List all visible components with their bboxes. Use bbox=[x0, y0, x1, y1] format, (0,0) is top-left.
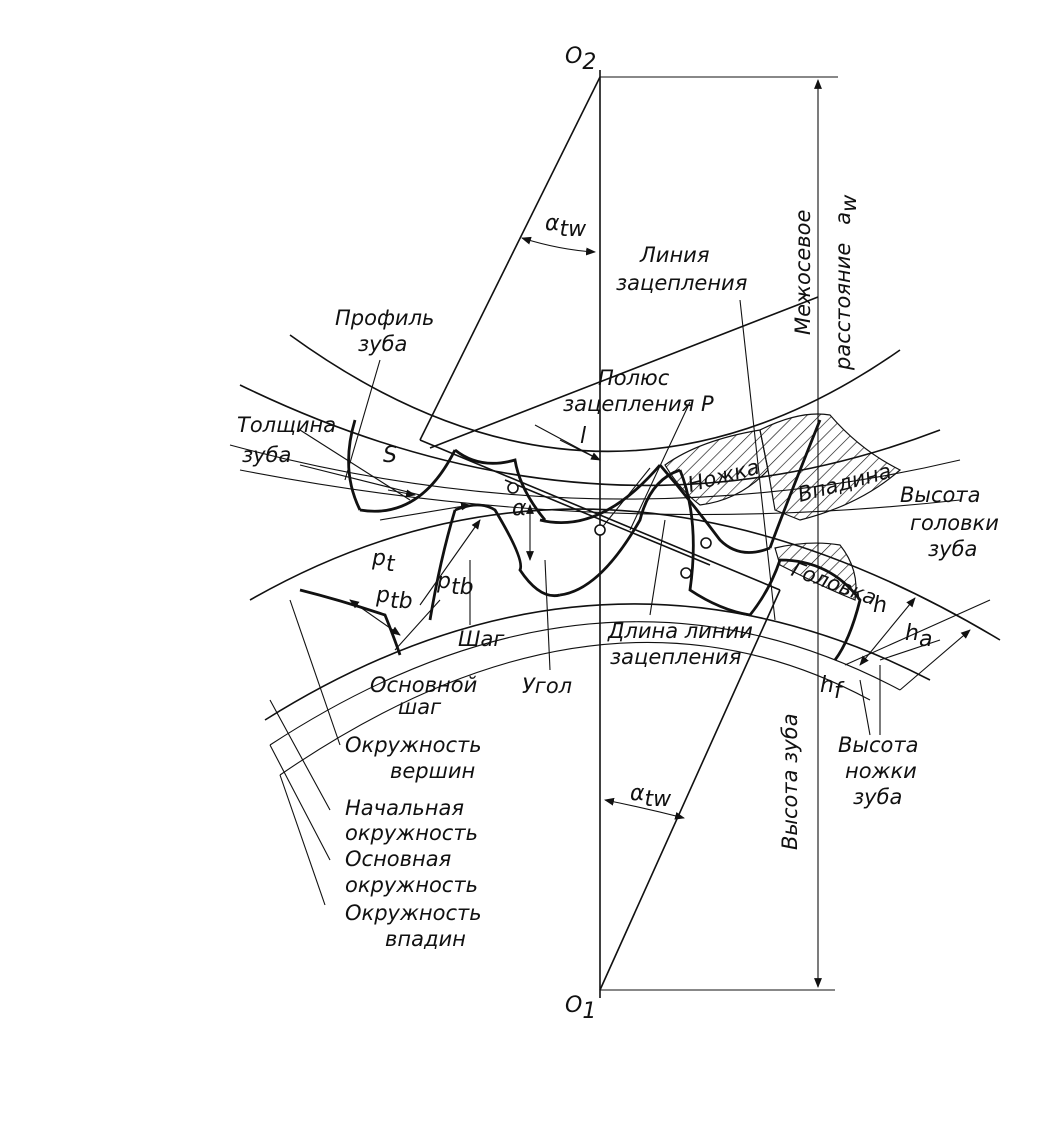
profil-label-2: зуба bbox=[358, 332, 407, 356]
vysota-zuba-label: Высота зуба bbox=[778, 713, 802, 850]
vysota-nozhki-label-1: Высота bbox=[838, 733, 918, 757]
contact-points bbox=[507, 482, 712, 579]
nachalnaya-label-1: Начальная bbox=[345, 796, 464, 820]
alpha-tw-bottom-label: αtw bbox=[630, 781, 672, 812]
osnovnaya-label-2: окружность bbox=[345, 873, 478, 897]
vysota-nozhki-label-2: ножки bbox=[845, 759, 917, 783]
pt-label: pt bbox=[371, 546, 396, 577]
tolshchina-label: Толщина bbox=[237, 413, 336, 437]
o1-label: O1 bbox=[565, 993, 596, 1024]
polyus-label: Полюс bbox=[598, 366, 670, 390]
dlina-label: Длина линии bbox=[607, 619, 753, 643]
center-distance-label: Межосевое bbox=[791, 210, 815, 335]
alpha-label: α bbox=[512, 496, 527, 521]
dimension-arrows bbox=[349, 439, 991, 691]
center-distance-label-2: расстояниеaw bbox=[831, 194, 861, 371]
nozhka-region bbox=[664, 429, 769, 506]
dlina-label-2: зацепления bbox=[610, 645, 741, 669]
l-label: l bbox=[580, 424, 586, 449]
shag-label: Шаг bbox=[458, 627, 505, 651]
okruzhnost-vershin-label-1: Окружность bbox=[345, 733, 482, 757]
alpha-tw-top-label: αtw bbox=[545, 211, 587, 242]
liniya-label-2: зацепления bbox=[616, 271, 747, 295]
lower-gear-circles bbox=[249, 508, 1001, 776]
golovka-region bbox=[774, 542, 857, 601]
liniya-label: Линия bbox=[639, 243, 709, 267]
ptb-label: ptb bbox=[375, 583, 413, 614]
osnovnaya-label-1: Основная bbox=[345, 847, 451, 871]
labels: O2 O1 αtw αtw α l S pt ptb ptb h ha hf М… bbox=[237, 44, 999, 1024]
okruzhnost-vpadin-label-1: Окружность bbox=[345, 901, 482, 925]
tolshchina-label-2: зуба bbox=[242, 443, 291, 467]
s-label: S bbox=[383, 443, 397, 468]
nachalnaya-label-2: окружность bbox=[345, 821, 478, 845]
osnovnoy-label-2: шаг bbox=[398, 695, 442, 719]
o2-label: O2 bbox=[565, 44, 596, 75]
profil-label: Профиль bbox=[335, 306, 434, 330]
vysota-golovki-label-3: зуба bbox=[928, 537, 977, 561]
vysota-nozhki-label-3: зуба bbox=[853, 785, 902, 809]
okruzhnost-vershin-label-2: вершин bbox=[390, 759, 475, 783]
vysota-golovki-label-1: Высота bbox=[900, 483, 980, 507]
ugol-label: Угол bbox=[522, 674, 572, 698]
okruzhnost-vpadin-label-2: впадин bbox=[385, 927, 466, 951]
leader-lines bbox=[269, 299, 881, 906]
ha-label: ha bbox=[905, 621, 932, 652]
osnovnoy-label: Основной bbox=[370, 673, 477, 697]
center-lines bbox=[419, 76, 781, 991]
vysota-golovki-label-2: головки bbox=[910, 511, 999, 535]
polyus-label-2: зацепления P bbox=[563, 392, 714, 416]
h-label: h bbox=[873, 593, 887, 618]
vpadina-region bbox=[759, 413, 902, 521]
hf-label: hf bbox=[820, 673, 845, 704]
ptb2-label: ptb bbox=[436, 569, 474, 600]
